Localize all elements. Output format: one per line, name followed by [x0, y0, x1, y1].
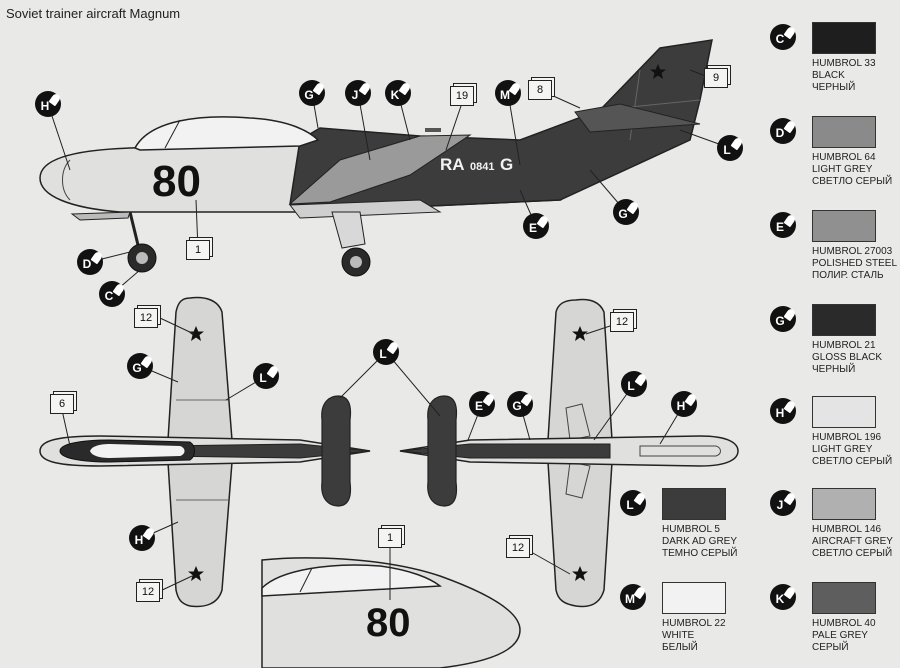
decal-number-box: 19: [450, 86, 474, 106]
color-swatch-j: [812, 488, 876, 520]
decal-number-box: 12: [610, 312, 634, 332]
color-label-line: СВЕТЛО СЕРЫЙ: [812, 176, 893, 187]
top-view: [39, 296, 371, 608]
decal-number-box: 12: [506, 538, 530, 558]
color-e-icon: E: [770, 212, 797, 238]
color-label-line: PALE GREY: [812, 630, 868, 641]
decal-number-box: 9: [704, 68, 728, 88]
decal-number-box: 8: [528, 80, 552, 100]
color-swatch-m: [662, 582, 726, 614]
callout-g-icon: G: [507, 391, 534, 417]
color-label-line: СВЕТЛО СЕРЫЙ: [812, 456, 893, 467]
callout-d-icon: D: [77, 249, 104, 275]
color-label-line: DARK AD GREY: [662, 536, 738, 547]
color-h-icon: H: [770, 398, 797, 424]
color-label-line: BLACK: [812, 70, 845, 81]
color-label-line: HUMBROL 27003: [812, 246, 893, 257]
color-c-icon: C: [770, 24, 797, 50]
bottom-view: [399, 298, 739, 608]
color-label-line: HUMBROL 196: [812, 432, 882, 443]
color-label-line: LIGHT GREY: [812, 164, 873, 175]
detail-nose-number: 80: [366, 601, 411, 645]
color-k-icon: K: [770, 584, 797, 610]
side-nose-number: 80: [152, 157, 201, 206]
canopy: [133, 116, 320, 151]
color-swatch-l: [662, 488, 726, 520]
decal-number-box: 12: [134, 308, 158, 328]
color-label-line: AIRCRAFT GREY: [812, 536, 893, 547]
callout-k-icon: K: [385, 80, 412, 106]
decal-number-box: 6: [50, 394, 74, 414]
callout-h-icon: H: [129, 525, 156, 551]
decal-number-box: 1: [378, 528, 402, 548]
registration-suffix: G: [500, 155, 513, 174]
callout-l-icon: L: [373, 339, 400, 365]
callout-l-icon: L: [621, 371, 648, 397]
color-label-line: HUMBROL 64: [812, 152, 876, 163]
color-label-line: ПОЛИР. СТАЛЬ: [812, 270, 884, 281]
color-j-icon: J: [770, 490, 797, 516]
callout-m-icon: M: [495, 80, 522, 106]
color-label-line: GLOSS BLACK: [812, 352, 883, 363]
sheet-title: Soviet trainer aircraft Magnum: [6, 6, 181, 21]
color-label-line: HUMBROL 21: [812, 340, 876, 351]
callout-h-icon: H: [35, 91, 62, 117]
color-label-line: HUMBROL 40: [812, 618, 876, 629]
color-m-icon: M: [620, 584, 647, 610]
color-label-line: СВЕТЛО СЕРЫЙ: [812, 548, 893, 559]
decal-number-box: 1: [186, 240, 210, 260]
color-label-line: ЧЕРНЫЙ: [812, 364, 856, 375]
color-label-line: БЕЛЫЙ: [662, 642, 698, 653]
callout-e-icon: E: [523, 213, 550, 239]
color-l-icon: L: [620, 490, 647, 516]
color-label-line: СЕРЫЙ: [812, 642, 849, 653]
color-swatch-k: [812, 582, 876, 614]
color-label-line: ТЕМНО СЕРЫЙ: [662, 548, 738, 559]
callout-e-icon: E: [469, 391, 496, 417]
callout-g-icon: G: [127, 353, 154, 379]
color-swatch-c: [812, 22, 876, 54]
callout-g-icon: G: [299, 80, 326, 106]
side-view: 80 RA 0841 G: [39, 39, 713, 277]
color-label-line: POLISHED STEEL: [812, 258, 898, 269]
color-swatch-e: [812, 210, 876, 242]
color-swatch-g: [812, 304, 876, 336]
registration-number: 0841: [470, 161, 494, 173]
color-label-line: HUMBROL 5: [662, 524, 720, 535]
callout-h-icon: H: [671, 391, 698, 417]
callout-l-icon: L: [717, 135, 744, 161]
color-label-line: WHITE: [662, 630, 695, 641]
callout-l-icon: L: [253, 363, 280, 389]
color-label-line: HUMBROL 146: [812, 524, 882, 535]
color-swatch-h: [812, 396, 876, 428]
color-g-icon: G: [770, 306, 797, 332]
color-swatch-d: [812, 116, 876, 148]
decal-number-box: 12: [136, 582, 160, 602]
color-label-line: HUMBROL 22: [662, 618, 726, 629]
registration-ra: RA: [440, 155, 465, 174]
color-label-line: LIGHT GREY: [812, 444, 873, 455]
nose-detail: 80: [261, 557, 521, 668]
callout-c-icon: C: [99, 281, 126, 307]
callout-j-icon: J: [345, 80, 372, 106]
color-label-line: HUMBROL 33: [812, 58, 876, 69]
color-d-icon: D: [770, 118, 797, 144]
color-label-line: ЧЕРНЫЙ: [812, 82, 856, 93]
callout-g-icon: G: [613, 199, 640, 225]
